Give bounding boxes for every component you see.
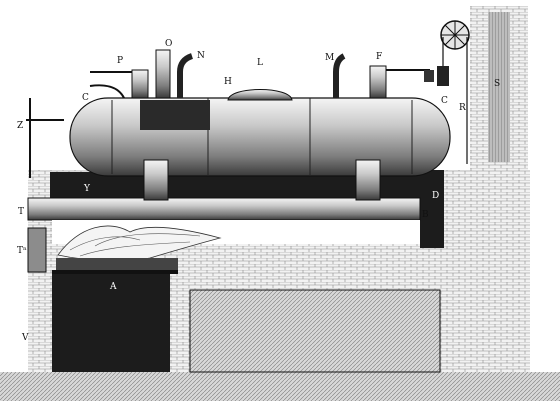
boiler-support-right bbox=[355, 159, 381, 201]
fuel-bed bbox=[56, 258, 178, 270]
flue-tube-B bbox=[27, 197, 421, 221]
label-F: F bbox=[376, 52, 382, 62]
label-D: D bbox=[432, 191, 439, 201]
safety-valve-F bbox=[369, 65, 387, 99]
boiler-seams bbox=[111, 98, 413, 176]
valve-O bbox=[155, 49, 171, 99]
boiler-cutaway bbox=[140, 100, 210, 130]
label-S: S bbox=[494, 79, 500, 89]
label-Y: Y bbox=[83, 184, 91, 194]
ground-line bbox=[0, 372, 560, 401]
back-flue-D bbox=[420, 170, 444, 248]
pulley-spokes bbox=[441, 21, 469, 49]
label-V: V bbox=[21, 333, 29, 343]
lower-flue bbox=[189, 289, 441, 373]
label-C-right: C bbox=[441, 96, 448, 106]
label-N: N bbox=[197, 51, 205, 61]
damper-chain bbox=[442, 37, 468, 164]
damper-weight bbox=[437, 66, 449, 86]
feed-pipe-C-left bbox=[89, 84, 125, 99]
dome-H-L bbox=[227, 89, 293, 101]
steam-pipe-N bbox=[177, 53, 194, 98]
label-TN: Tⁿ bbox=[17, 246, 27, 256]
safety-valve-P bbox=[131, 69, 149, 99]
ash-pit bbox=[52, 272, 170, 372]
label-M: M bbox=[325, 53, 334, 63]
boiler-support-left bbox=[143, 159, 169, 201]
label-O: O bbox=[165, 39, 172, 49]
steam-pipe-M bbox=[333, 53, 346, 98]
label-R: R bbox=[459, 103, 466, 113]
label-B: B bbox=[422, 210, 429, 220]
label-Z: Z bbox=[17, 121, 23, 131]
weight-F bbox=[424, 70, 434, 82]
label-H: H bbox=[224, 77, 232, 87]
label-C-left: C bbox=[82, 93, 89, 103]
label-A: A bbox=[109, 282, 117, 292]
label-P: P bbox=[117, 56, 123, 66]
flame-lines bbox=[69, 233, 201, 257]
chimney-flue-opening bbox=[488, 12, 510, 162]
fire-grate bbox=[52, 270, 178, 274]
furnace-door-front bbox=[27, 227, 47, 273]
boiler-shell bbox=[69, 97, 451, 177]
label-L: L bbox=[257, 58, 263, 68]
label-T: T bbox=[18, 207, 24, 217]
